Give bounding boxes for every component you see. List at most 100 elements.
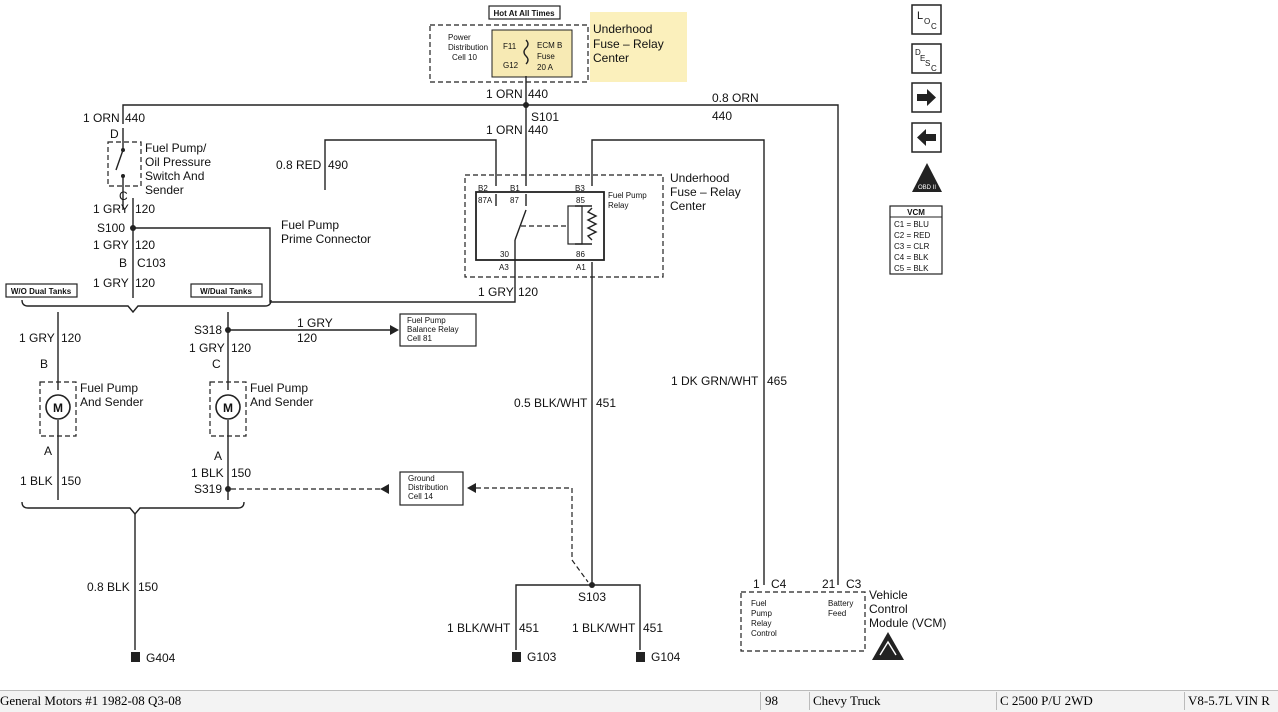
svg-text:Control: Control xyxy=(869,602,908,616)
g12-label: G12 xyxy=(503,61,519,70)
wire-1gry-a: 1 GRY xyxy=(93,202,129,216)
vcm-box xyxy=(740,591,866,652)
vcm-legend-row: C3 = CLR xyxy=(894,242,930,251)
previous-page-button[interactable] xyxy=(911,122,942,153)
footer-source: General Motors #1 1982-08 Q3-08 xyxy=(0,693,182,708)
vcm-legend-title: VCM xyxy=(907,208,925,217)
svg-text:Relay: Relay xyxy=(608,201,628,210)
pin-a-right: A xyxy=(214,449,222,463)
obd-warning-triangle-icon xyxy=(912,163,942,192)
g103-label: G103 xyxy=(527,650,557,664)
vcm-c4-label: C4 xyxy=(771,577,787,591)
pin-b-c103: B xyxy=(119,256,127,270)
svg-text:150: 150 xyxy=(61,474,81,488)
svg-text:440: 440 xyxy=(712,109,732,123)
fuel-pump-sender-left-label: Fuel Pump xyxy=(80,381,138,395)
svg-text:451: 451 xyxy=(519,621,539,635)
relay-coil xyxy=(567,205,583,245)
relay-a1: A1 xyxy=(576,263,586,272)
wire-1blk-right: 1 BLK xyxy=(191,466,224,480)
footer-model: C 2500 P/U 2WD xyxy=(1000,693,1093,708)
relay-a3: A3 xyxy=(499,263,509,272)
balance-relay-box xyxy=(399,313,477,347)
svg-text:And Sender: And Sender xyxy=(250,395,313,409)
pin-a-left: A xyxy=(44,444,52,458)
vcm-battery-feed: Battery xyxy=(828,599,853,608)
ecm-b-fuse-symbol xyxy=(523,39,529,65)
svg-text:Distribution: Distribution xyxy=(408,483,448,492)
svg-text:490: 490 xyxy=(328,158,348,172)
next-page-button[interactable] xyxy=(911,82,942,113)
description-button[interactable]: D E S C xyxy=(911,43,942,74)
g104-label: G104 xyxy=(651,650,681,664)
motor-left xyxy=(45,394,71,420)
footer-make: Chevy Truck xyxy=(813,693,881,708)
svg-text:Module (VCM): Module (VCM) xyxy=(869,616,946,630)
svg-text:120: 120 xyxy=(135,238,155,252)
fuel-pump-right-box xyxy=(209,381,247,437)
svg-text:Cell 81: Cell 81 xyxy=(407,334,432,343)
svg-text:Distribution: Distribution xyxy=(448,43,488,52)
location-button[interactable]: L O C xyxy=(911,4,942,35)
w-dual-tanks-label: W/Dual Tanks xyxy=(200,287,252,296)
relay-b3: B3 xyxy=(575,184,585,193)
wire-08blk: 0.8 BLK xyxy=(87,580,130,594)
f11-label: F11 xyxy=(503,42,517,51)
svg-text:Center: Center xyxy=(593,51,629,65)
underhood-fuse-relay-center-title: Underhood xyxy=(593,22,652,36)
svg-text:Switch And: Switch And xyxy=(145,169,204,183)
svg-text:440: 440 xyxy=(528,87,548,101)
footer-bar: General Motors #1 1982-08 Q3-08 98 Chevy… xyxy=(0,690,1278,712)
esd-warning-icon xyxy=(872,632,904,660)
relay-b1: B1 xyxy=(510,184,520,193)
fuel-pump-prime-connector-label: Fuel Pump xyxy=(281,218,339,232)
ground-g404-symbol xyxy=(131,652,140,662)
arrow-left-icon xyxy=(917,129,936,146)
pin-c-label: C xyxy=(119,189,128,203)
relay-85: 85 xyxy=(576,196,585,205)
svg-text:OBD II: OBD II xyxy=(918,185,936,191)
vcm-legend-row: C5 = BLK xyxy=(894,264,929,273)
s319-label: S319 xyxy=(194,482,222,496)
arrow-right-icon xyxy=(917,89,936,106)
wire-1gry-d: 1 GRY xyxy=(19,331,55,345)
obd-ii-button[interactable]: OBD II xyxy=(912,163,942,192)
svg-text:Fuse – Relay: Fuse – Relay xyxy=(670,185,741,199)
hot-at-all-times-label: Hot At All Times xyxy=(493,9,555,18)
fuel-pump-left-box xyxy=(39,381,77,437)
ground-distribution-box xyxy=(399,471,464,506)
wire-1blkwht-left: 1 BLK/WHT xyxy=(447,621,511,635)
c103-label: C103 xyxy=(137,256,166,270)
svg-text:150: 150 xyxy=(138,580,158,594)
wire-1blk-left: 1 BLK xyxy=(20,474,53,488)
motor-right xyxy=(215,394,241,420)
wire-08orn: 0.8 ORN xyxy=(712,91,759,105)
ground-g103-symbol xyxy=(512,652,521,662)
w-dual-tanks-box xyxy=(190,283,263,298)
s101-label: S101 xyxy=(531,110,559,124)
svg-text:150: 150 xyxy=(231,466,251,480)
vcm-legend-row: C1 = BLU xyxy=(894,220,929,229)
wire-08red: 0.8 RED xyxy=(276,158,322,172)
svg-text:120: 120 xyxy=(61,331,81,345)
svg-text:E: E xyxy=(920,54,925,63)
underhood-relay-center-box xyxy=(464,174,664,278)
fuel-pump-sender-right-label: Fuel Pump xyxy=(250,381,308,395)
svg-text:Feed: Feed xyxy=(828,609,846,618)
wire-05blkwht: 0.5 BLK/WHT xyxy=(514,396,588,410)
wire-1orn-left: 1 ORN xyxy=(83,111,120,125)
wire-1orn-mid: 1 ORN xyxy=(486,123,523,137)
svg-text:440: 440 xyxy=(125,111,145,125)
wiring-diagram: Hot At All Times Power Distribution Cell… xyxy=(5,4,946,665)
relay-87: 87 xyxy=(510,196,519,205)
pin-d-label: D xyxy=(110,127,119,141)
svg-text:120: 120 xyxy=(135,202,155,216)
underhood-fuse-title-highlight xyxy=(590,12,687,82)
wire-1blkwht-right: 1 BLK/WHT xyxy=(572,621,636,635)
vcm-c3-label: C3 xyxy=(846,577,862,591)
s103-label: S103 xyxy=(578,590,606,604)
vcm-legend-row: C2 = RED xyxy=(894,231,930,240)
vcm-name-label: Vehicle xyxy=(869,588,908,602)
svg-text:Fuse – Relay: Fuse – Relay xyxy=(593,37,664,51)
svg-text:Control: Control xyxy=(751,629,777,638)
